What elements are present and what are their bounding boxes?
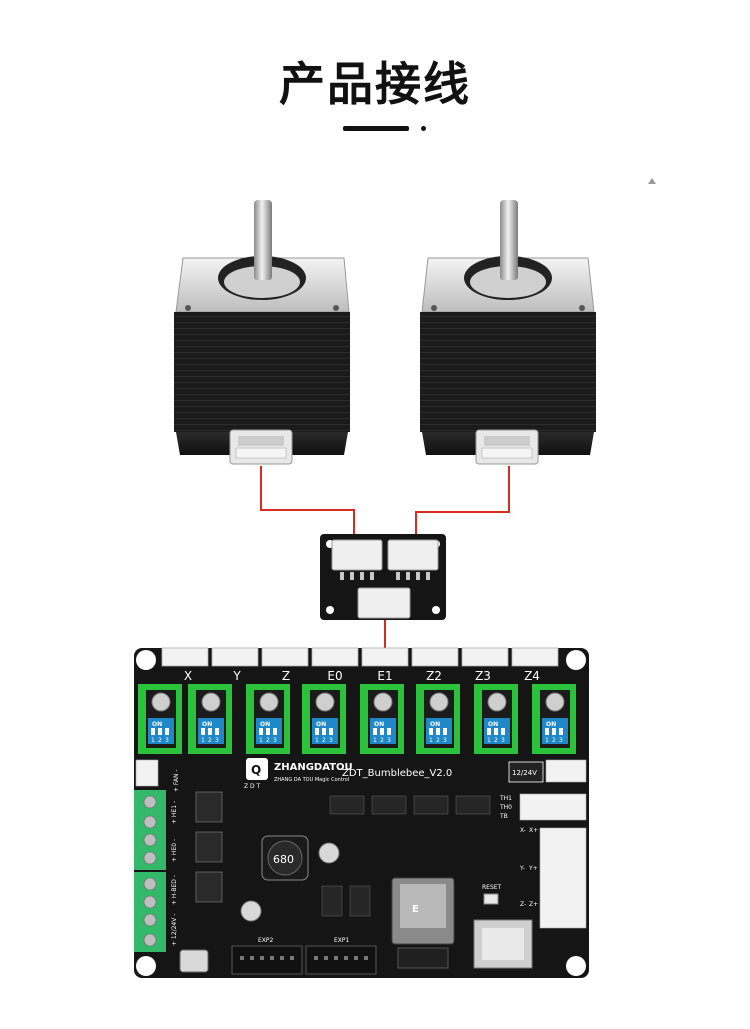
- terminal-label-he1: + HE1 -: [171, 801, 178, 824]
- axis-label-z4: Z4: [524, 669, 540, 683]
- endstop-label: Y-: [519, 865, 525, 872]
- svg-text:ON: ON: [546, 721, 556, 728]
- svg-text:ON: ON: [260, 721, 270, 728]
- thermistor-label-th0: TH0: [499, 804, 512, 811]
- svg-text:2: 2: [322, 737, 326, 744]
- axis-label-e0: E0: [327, 669, 342, 683]
- svg-text:2: 2: [158, 737, 162, 744]
- svg-text:1: 1: [429, 737, 433, 744]
- thermistor-label-th1: TH1: [499, 795, 512, 802]
- terminal-label-power: + 12/24V -: [171, 914, 178, 946]
- svg-text:ON: ON: [430, 721, 440, 728]
- axis-label-y: Y: [232, 669, 241, 683]
- svg-text:2: 2: [552, 737, 556, 744]
- svg-text:1: 1: [545, 737, 549, 744]
- svg-text:2: 2: [266, 737, 270, 744]
- axis-label-x: X: [184, 669, 192, 683]
- endstop-label: X+: [529, 827, 538, 834]
- page-title: 产品接线: [279, 57, 471, 111]
- reset-label: RESET: [482, 884, 502, 891]
- svg-text:ON: ON: [488, 721, 498, 728]
- thermistor-label-tb: TB: [499, 813, 508, 820]
- svg-text:3: 3: [559, 737, 563, 744]
- module-label: E: [412, 904, 419, 915]
- exp1-label: EXP1: [334, 937, 350, 944]
- voltage-label: 12/24V: [512, 769, 537, 777]
- terminal-label-he0: + HE0 -: [171, 839, 178, 862]
- exp2-label: EXP2: [258, 937, 274, 944]
- corner-triangle-icon: [648, 178, 656, 184]
- svg-text:1: 1: [373, 737, 377, 744]
- svg-text:2: 2: [494, 737, 498, 744]
- model-label: ZDT_Bumblebee_V2.0: [342, 768, 452, 779]
- svg-text:ON: ON: [374, 721, 384, 728]
- mainboard: X Y Z E0 E1 Z2 Z3 Z4 ON 1 2: [134, 647, 589, 978]
- logo-text: Z D T: [244, 783, 261, 790]
- stepper-motor-1: [174, 200, 350, 465]
- stepper-motor-2: [420, 200, 596, 465]
- inductor-label: 680: [273, 853, 294, 866]
- svg-text:2: 2: [436, 737, 440, 744]
- svg-text:2: 2: [380, 737, 384, 744]
- svg-text:3: 3: [329, 737, 333, 744]
- title-underline: [343, 126, 409, 131]
- svg-text:1: 1: [259, 737, 263, 744]
- svg-text:3: 3: [387, 737, 391, 744]
- terminal-label-hbed: + H-BED -: [171, 875, 178, 905]
- svg-text:1: 1: [151, 737, 155, 744]
- axis-label-z: Z: [282, 669, 290, 683]
- svg-text:3: 3: [273, 737, 277, 744]
- endstop-label: Z-: [520, 901, 526, 908]
- svg-text:1: 1: [201, 737, 205, 744]
- driver-slots: ON 1 2 3 ON 1 2 3: [138, 684, 576, 754]
- axis-label-z3: Z3: [475, 669, 491, 683]
- svg-text:3: 3: [501, 737, 505, 744]
- brand-sub-label: ZHANG DA TOU Magic Control: [274, 777, 349, 783]
- endstop-label: X-: [520, 827, 526, 834]
- svg-text:1: 1: [487, 737, 491, 744]
- svg-text:2: 2: [208, 737, 212, 744]
- fan-label: + FAN -: [173, 770, 180, 793]
- svg-text:3: 3: [215, 737, 219, 744]
- svg-text:ON: ON: [152, 721, 162, 728]
- svg-text:ON: ON: [316, 721, 326, 728]
- svg-text:3: 3: [443, 737, 447, 744]
- splitter-board: [320, 534, 446, 620]
- axis-label-z2: Z2: [426, 669, 442, 683]
- axis-label-e1: E1: [377, 669, 392, 683]
- svg-text:Q: Q: [251, 763, 261, 777]
- svg-text:ON: ON: [202, 721, 212, 728]
- svg-text:3: 3: [165, 737, 169, 744]
- endstop-label: Z+: [529, 901, 538, 908]
- brand-label: ZHANGDATOU: [274, 762, 353, 773]
- svg-text:1: 1: [315, 737, 319, 744]
- endstop-label: Y+: [528, 865, 538, 872]
- title-dot: [421, 126, 426, 131]
